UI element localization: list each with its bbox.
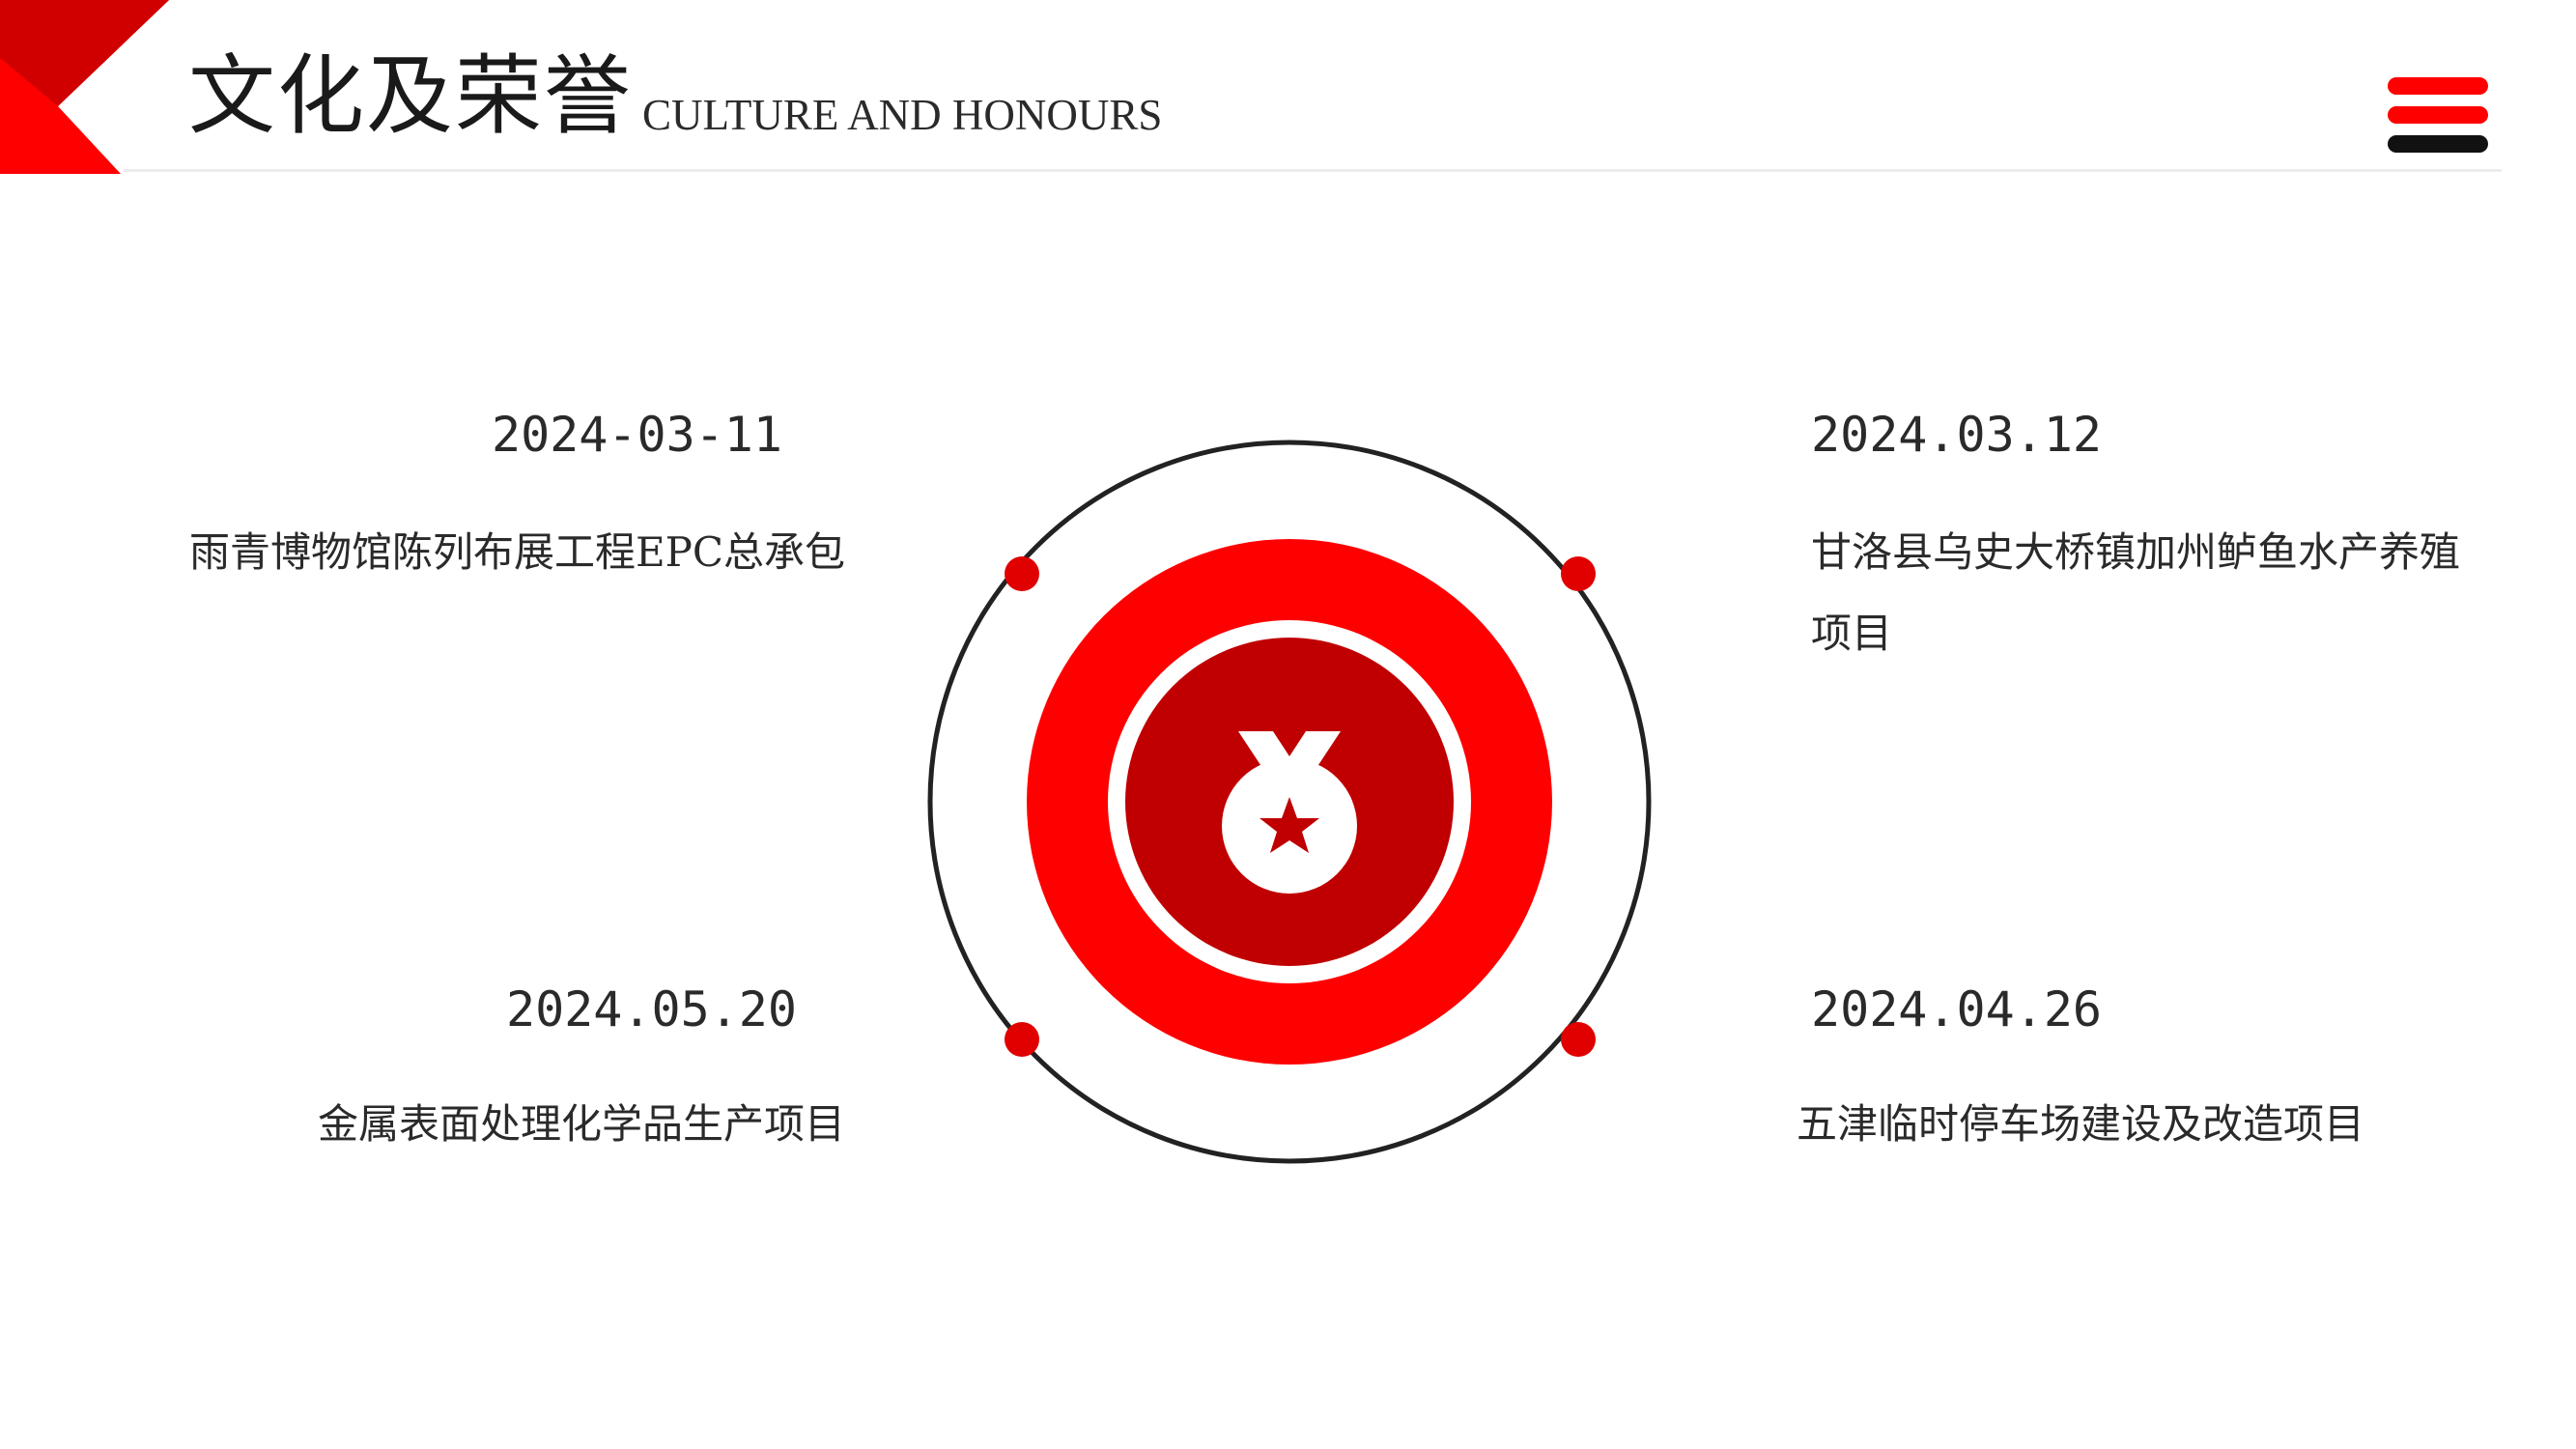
red-corner-decoration (0, 0, 169, 174)
page-title: 文化及荣誉 (188, 45, 633, 147)
entry-date-2: 2024.03.12 (1811, 407, 2103, 463)
entry-date-3: 2024.05.20 (505, 981, 797, 1037)
entry-date-4: 2024.04.26 (1811, 981, 2103, 1037)
entry-text-2: 甘洛县乌史大桥镇加州鲈鱼水产养殖项目 (1811, 528, 2461, 657)
menu-bars-icon[interactable] (2386, 75, 2490, 155)
page-subtitle: CULTURE AND HONOURS (642, 91, 1163, 139)
entry-text-1: 雨青博物馆陈列布展工程EPC总承包 (188, 528, 845, 576)
dot-bottom-left (1005, 1022, 1039, 1057)
honours-medal-graphic (927, 440, 1652, 1164)
header-divider (124, 169, 2502, 172)
dot-top-right (1561, 556, 1596, 591)
medal-icon (1222, 731, 1357, 894)
dot-top-left (1005, 556, 1039, 591)
entry-date-1: 2024-03-11 (491, 407, 782, 463)
dot-bottom-right (1561, 1022, 1596, 1057)
outer-ring (927, 440, 1652, 1164)
entry-text-4: 五津临时停车场建设及改造项目 (1797, 1100, 2365, 1148)
entry-text-3: 金属表面处理化学品生产项目 (317, 1100, 845, 1148)
